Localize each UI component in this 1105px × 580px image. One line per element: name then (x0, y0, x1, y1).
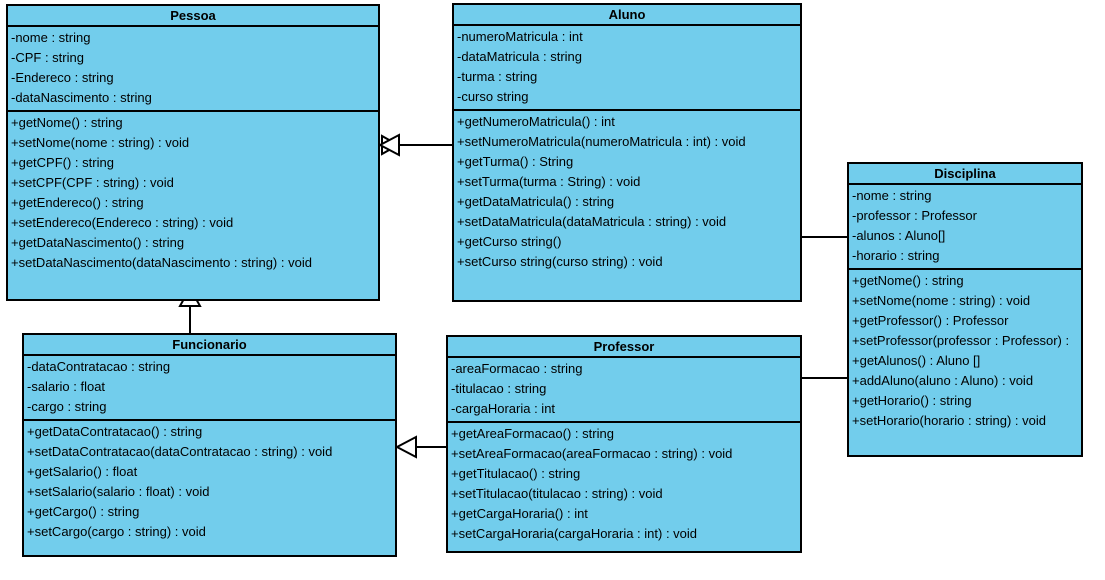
class-box-professor[interactable]: Professor -areaFormacao : string -titula… (446, 335, 802, 553)
operations-compartment-aluno: +getNumeroMatricula() : int +setNumeroMa… (454, 111, 800, 274)
attributes-compartment-pessoa: -nome : string -CPF : string -Endereco :… (8, 27, 378, 112)
operation-row: +setAreaFormacao(areaFormacao : string) … (451, 446, 733, 461)
attribute-row: -nome : string (852, 188, 932, 203)
operation-row: +setCPF(CPF : string) : void (11, 175, 174, 190)
operation-row: +setCargo(cargo : string) : void (27, 524, 206, 539)
class-title-aluno: Aluno (454, 5, 800, 26)
attribute-row: -professor : Professor (852, 208, 977, 223)
operation-row: +getAreaFormacao() : string (451, 426, 614, 441)
operation-row: +getDataMatricula() : string (457, 194, 615, 209)
operation-row: +setCargaHoraria(cargaHoraria : int) : v… (451, 526, 698, 541)
operation-row: +getEndereco() : string (11, 195, 144, 210)
attribute-row: -cargo : string (27, 399, 107, 414)
operation-row: +getCurso string() (457, 234, 562, 249)
attribute-row: -alunos : Aluno[] (852, 228, 946, 243)
attributes-compartment-aluno: -numeroMatricula : int -dataMatricula : … (454, 26, 800, 111)
operation-row: +setNumeroMatricula(numeroMatricula : in… (457, 134, 746, 149)
operation-row: +getTitulacao() : string (451, 466, 581, 481)
operations-compartment-disciplina: +getNome() : string +setNome(nome : stri… (849, 270, 1081, 433)
operation-row: +setDataContratacao(dataContratacao : st… (27, 444, 333, 459)
attribute-row: -numeroMatricula : int (457, 29, 583, 44)
operation-row: +setTurma(turma : String) : void (457, 174, 641, 189)
attributes-compartment-funcionario: -dataContratacao : string -salario : flo… (24, 356, 395, 421)
operation-row: +getNumeroMatricula() : int (457, 114, 615, 129)
attributes-compartment-disciplina: -nome : string -professor : Professor -a… (849, 185, 1081, 270)
operation-row: +getNome() : string (852, 273, 964, 288)
class-title-funcionario: Funcionario (24, 335, 395, 356)
operations-compartment-professor: +getAreaFormacao() : string +setAreaForm… (448, 423, 800, 546)
class-title-pessoa: Pessoa (8, 6, 378, 27)
attribute-row: -areaFormacao : string (451, 361, 583, 376)
operation-row: +getCPF() : string (11, 155, 114, 170)
operation-row: +getTurma() : String (457, 154, 574, 169)
operation-row: +setDataNascimento(dataNascimento : stri… (11, 255, 312, 270)
attribute-row: -CPF : string (11, 50, 84, 65)
attributes-compartment-professor: -areaFormacao : string -titulacao : stri… (448, 358, 800, 423)
operation-row: +setNome(nome : string) : void (852, 293, 1031, 308)
operations-compartment-funcionario: +getDataContratacao() : string +setDataC… (24, 421, 395, 544)
operation-row: +getSalario() : float (27, 464, 138, 479)
operation-row: +getDataNascimento() : string (11, 235, 185, 250)
operation-row: +getCargo() : string (27, 504, 140, 519)
operation-row: +getAlunos() : Aluno [] (852, 353, 981, 368)
operation-row: +getCargaHoraria() : int (451, 506, 588, 521)
class-title-disciplina: Disciplina (849, 164, 1081, 185)
operation-row: +getNome() : string (11, 115, 123, 130)
operation-row: +setNome(nome : string) : void (11, 135, 190, 150)
generalization-aluno-to-pessoa (377, 133, 452, 157)
attribute-row: -dataNascimento : string (11, 90, 152, 105)
class-box-disciplina[interactable]: Disciplina -nome : string -professor : P… (847, 162, 1083, 457)
attribute-row: -salario : float (27, 379, 106, 394)
operation-row: +setProfessor(professor : Professor) : (852, 333, 1070, 348)
attribute-row: -cargaHoraria : int (451, 401, 556, 416)
class-box-aluno[interactable]: Aluno -numeroMatricula : int -dataMatric… (452, 3, 802, 302)
operation-row: +getProfessor() : Professor (852, 313, 1009, 328)
generalization-professor-to-funcionario (394, 435, 446, 459)
operation-row: +setCurso string(curso string) : void (457, 254, 663, 269)
operation-row: +getHorario() : string (852, 393, 972, 408)
operation-row: +setSalario(salario : float) : void (27, 484, 210, 499)
operation-row: +setTitulacao(titulacao : string) : void (451, 486, 663, 501)
attribute-row: -curso string (457, 89, 529, 104)
attribute-row: -nome : string (11, 30, 91, 45)
attribute-row: -dataContratacao : string (27, 359, 171, 374)
class-title-professor: Professor (448, 337, 800, 358)
operation-row: +addAluno(aluno : Aluno) : void (852, 373, 1034, 388)
operation-row: +getDataContratacao() : string (27, 424, 203, 439)
attribute-row: -dataMatricula : string (457, 49, 582, 64)
class-box-pessoa[interactable]: Pessoa -nome : string -CPF : string -End… (6, 4, 380, 301)
operations-compartment-pessoa: +getNome() : string +setNome(nome : stri… (8, 112, 378, 275)
attribute-row: -turma : string (457, 69, 538, 84)
attribute-row: -titulacao : string (451, 381, 547, 396)
operation-row: +setHorario(horario : string) : void (852, 413, 1046, 428)
attribute-row: -horario : string (852, 248, 940, 263)
operation-row: +setDataMatricula(dataMatricula : string… (457, 214, 727, 229)
operation-row: +setEndereco(Endereco : string) : void (11, 215, 234, 230)
class-box-funcionario[interactable]: Funcionario -dataContratacao : string -s… (22, 333, 397, 557)
attribute-row: -Endereco : string (11, 70, 114, 85)
